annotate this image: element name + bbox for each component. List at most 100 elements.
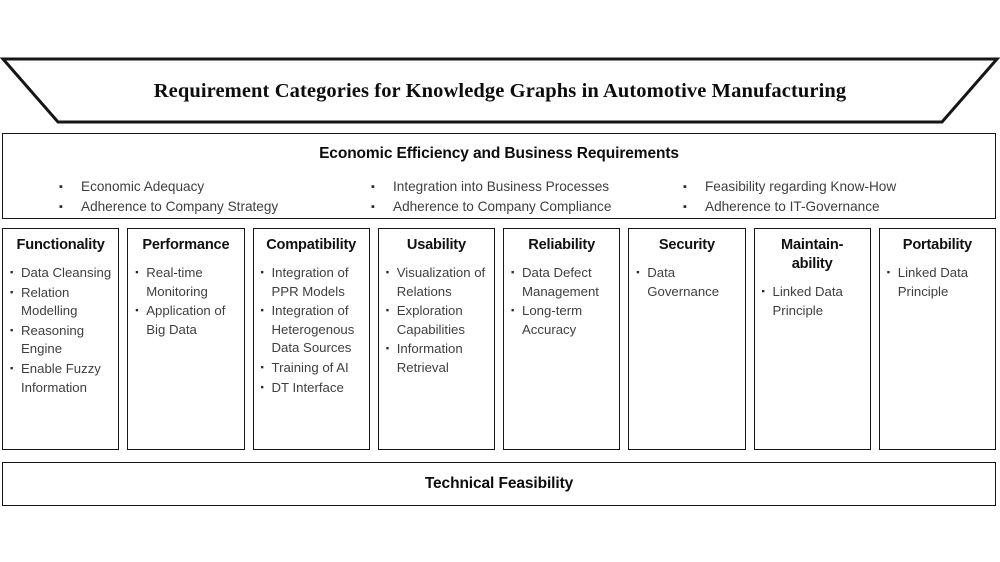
technical-feasibility-band: Technical Feasibility <box>2 462 996 506</box>
list-item-label: Information Retrieval <box>396 341 463 375</box>
category-card-list: ▪ Integration of PPR Models ▪ Integration o… <box>261 264 362 398</box>
list-item: ▪ Application of Big Data <box>135 302 236 339</box>
list-item: ▪ Integration into Business Processes <box>371 177 627 197</box>
list-item-label: Reasoning Engine <box>21 322 85 357</box>
economic-efficiency-band: Economic Efficiency and Business Require… <box>2 133 996 219</box>
title-banner: Requirement Categories for Knowledge Gra… <box>0 57 1000 124</box>
category-card-title: Performance <box>142 237 230 253</box>
bullet-square-icon: ▪ <box>385 305 390 317</box>
list-item-label: Application of Big Data <box>146 303 226 337</box>
list-item-label: Feasibility regarding Know-How <box>705 179 897 194</box>
list-item: ▪ Data Cleansing <box>10 264 111 283</box>
bullet-square-icon: ▪ <box>59 201 63 213</box>
list-item: ▪ DT Interface <box>261 379 362 398</box>
category-card: Reliability▪Data Defect Management▪Long-… <box>503 228 621 450</box>
list-item: ▪ Data Governance <box>636 264 737 301</box>
category-card-list: ▪Data Cleansing▪Relation Modelling▪Reaso… <box>10 264 111 398</box>
list-item-label: Exploration Capabilities <box>396 303 465 337</box>
category-card-title: Portability <box>902 237 972 253</box>
bullet-square-icon: ▪ <box>260 381 264 393</box>
economic-band-columns: ▪ Economic Adequacy ▪ Adherence to Compa… <box>3 177 997 217</box>
category-card: Maintain-ability ▪Linked Data Principle <box>753 228 871 450</box>
list-item: ▪ Linked Data Principle <box>887 264 988 301</box>
list-item: ▪ Economic Adequacy <box>59 177 315 197</box>
list-item: ▪Long-term Accuracy <box>511 302 612 339</box>
category-card-title: Functionality <box>16 237 105 253</box>
list-item-label: Enable Fuzzy Information <box>21 360 101 395</box>
list-item: ▪ Adherence to Company Compliance <box>371 197 627 217</box>
bullet-square-icon: ▪ <box>886 267 891 278</box>
bullet-square-icon: ▪ <box>683 201 687 213</box>
list-item: ▪ Information Retrieval <box>386 340 487 377</box>
bullet-square-icon: ▪ <box>135 305 139 317</box>
list-item-label: DT Interface <box>271 379 344 395</box>
list-item-label: Adherence to Company Compliance <box>393 199 612 214</box>
category-card: Security ▪ Data Governance <box>628 228 746 450</box>
bullet-square-icon: ▪ <box>385 343 390 355</box>
category-card: Functionality ▪ Data Cleansing ▪ Relation Mo… <box>2 228 120 450</box>
list-item: ▪Data Defect Management <box>511 264 612 301</box>
bullet-square-icon: ▪ <box>260 305 264 317</box>
bullet-square-icon: ▪ <box>260 267 264 278</box>
bullet-square-icon: ▪ <box>385 267 390 278</box>
category-card-title: Compatibility <box>266 237 357 253</box>
economic-column-1: ▪ Economic Adequacy ▪ Adherence to Compa… <box>3 177 315 217</box>
category-card-title: Security <box>658 237 715 253</box>
list-item: ▪ Visualization of Relations <box>386 264 487 301</box>
list-item-label: Integration of PPR Models <box>271 265 349 299</box>
bullet-square-icon: ▪ <box>371 181 375 193</box>
list-item: ▪ Integration of Heterogenous Data Source… <box>261 302 362 358</box>
list-item-label: Relation Modelling <box>21 284 78 319</box>
list-item-label: Data Cleansing <box>21 265 112 280</box>
category-card: Portability ▪ Linked Data Principle <box>878 228 996 450</box>
category-card-list: ▪ Data Governance <box>636 264 737 302</box>
category-card-title: Usability <box>406 237 466 253</box>
category-card-list: ▪ Visualization of Relations ▪ Exploration … <box>386 264 487 379</box>
bullet-square-icon: ▪ <box>761 286 765 297</box>
list-item-label: Linked Data Principle <box>897 265 969 299</box>
category-card: Usability ▪ Visualization of Relations ▪ Exp… <box>377 228 495 450</box>
category-card-list: ▪ Real-time Monitoring ▪ Application of Big… <box>135 264 236 340</box>
bullet-square-icon: ▪ <box>511 305 515 317</box>
economic-column-3: ▪ Feasibility regarding Know-How ▪ Adher… <box>627 177 997 217</box>
bullet-square-icon: ▪ <box>135 267 139 278</box>
list-item: ▪ Enable Fuzzy Information <box>10 360 111 397</box>
technical-feasibility-label: Technical Feasibility <box>424 475 574 492</box>
page-title: Requirement Categories for Knowledge Gra… <box>153 80 847 102</box>
bullet-square-icon: ▪ <box>636 267 640 278</box>
category-card-title: Maintain-ability <box>781 237 844 272</box>
bullet-square-icon: ▪ <box>10 267 14 278</box>
bullet-square-icon: ▪ <box>10 362 14 374</box>
list-item: ▪ Feasibility regarding Know-How <box>683 177 997 197</box>
economic-column-2: ▪ Integration into Business Processes ▪ … <box>315 177 627 217</box>
bullet-square-icon: ▪ <box>260 361 264 373</box>
list-item-label: Training of AI <box>271 359 349 375</box>
banner-trapezoid-shape <box>0 57 1000 124</box>
list-item-label: Data Defect Management <box>522 265 599 299</box>
list-item: ▪ Integration of PPR Models <box>261 264 362 301</box>
list-item-label: Economic Adequacy <box>81 179 205 194</box>
category-card-list: ▪Linked Data Principle <box>762 283 863 321</box>
bullet-square-icon: ▪ <box>10 286 14 298</box>
list-item: ▪Linked Data Principle <box>762 283 863 320</box>
bullet-square-icon: ▪ <box>371 201 375 213</box>
list-item: ▪ Adherence to IT-Governance <box>683 197 997 217</box>
list-item-label: Real-time Monitoring <box>146 265 208 299</box>
category-card-list: ▪Data Defect Management▪Long-term Accura… <box>511 264 612 340</box>
list-item: ▪Reasoning Engine <box>10 322 111 359</box>
economic-band-heading: Economic Efficiency and Business Require… <box>319 145 679 162</box>
category-card: Compatibility▪Integration of PPR Models▪… <box>252 228 370 450</box>
list-item-label: Data Governance <box>647 265 720 299</box>
list-item-label: Adherence to IT-Governance <box>705 199 880 214</box>
list-item: ▪ Relation Modelling <box>10 284 111 321</box>
list-item-label: Integration of Heterogenous Data Sources <box>271 303 355 356</box>
list-item: ▪ Exploration Capabilities <box>386 302 487 339</box>
list-item-label: Visualization of Relations <box>396 265 486 299</box>
category-card-row: Functionality ▪ Data Cleansing ▪ Relation Mo… <box>2 228 996 450</box>
bullet-square-icon: ▪ <box>683 181 687 193</box>
list-item: ▪ Real-time Monitoring <box>135 264 236 301</box>
list-item-label: Adherence to Company Strategy <box>81 199 279 214</box>
list-item: ▪ Training of AI <box>261 359 362 378</box>
category-card: Performance ▪ Real-time Monitoring ▪ Applica… <box>127 228 245 450</box>
